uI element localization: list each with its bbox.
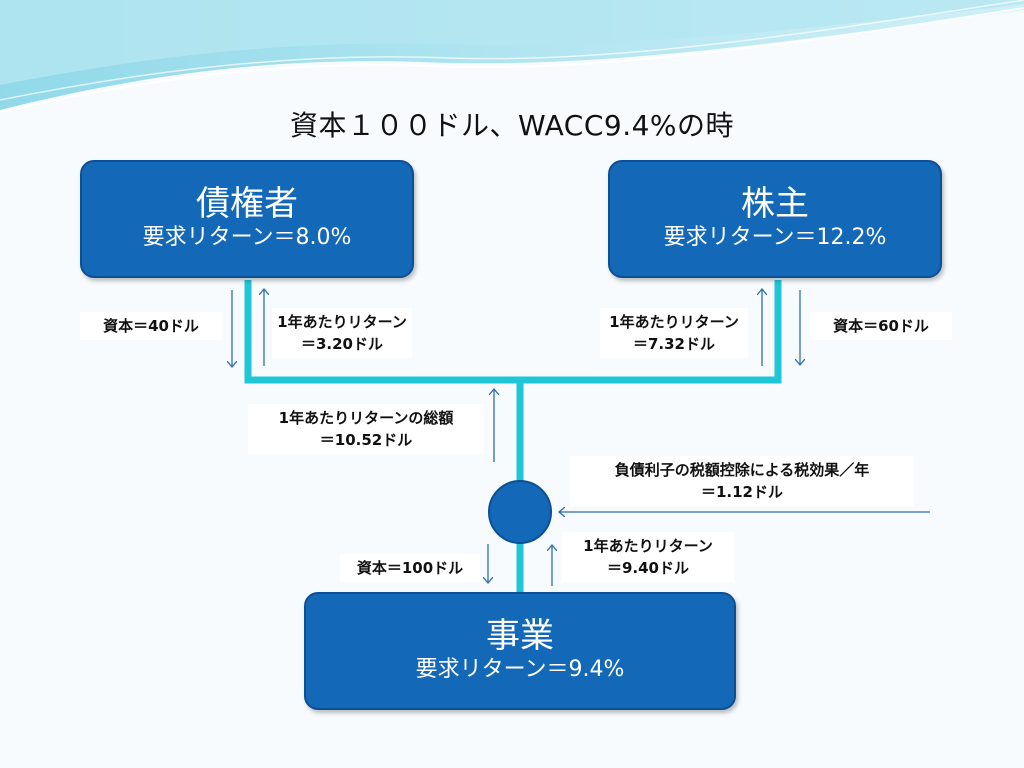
business-box: 事業 要求リターン＝9.4% [304,592,736,710]
creditor-name: 債権者 [196,184,298,224]
shareholder-name: 株主 [741,184,809,224]
creditor-box: 債権者 要求リターン＝8.0% [80,160,414,278]
shareholder-box: 株主 要求リターン＝12.2% [608,160,942,278]
creditor-return-label: 1年あたりリターン ＝3.20ドル [272,308,412,358]
business-required-return: 要求リターン＝9.4% [415,657,625,682]
page-title: 資本１００ドル、WACC9.4%の時 [289,109,735,142]
business-name: 事業 [486,616,554,656]
shareholder-return-label: 1年あたりリターン ＝7.32ドル [600,308,748,358]
business-return-label: 1年あたりリターン ＝9.40ドル [562,532,734,582]
creditor-required-return: 要求リターン＝8.0% [142,225,352,250]
business-capital-label: 資本＝100ドル [340,554,480,582]
shareholder-required-return: 要求リターン＝12.2% [663,225,887,250]
creditor-capital-label: 資本＝40ドル [80,312,222,340]
junction-node [488,480,552,544]
total-return-label: 1年あたりリターンの総額 ＝10.52ドル [248,404,484,454]
shareholder-capital-label: 資本＝60ドル [810,312,952,340]
flow-arrows [232,290,930,586]
tax-shield-label: 負債利子の税額控除による税効果／年 ＝1.12ドル [570,456,914,506]
